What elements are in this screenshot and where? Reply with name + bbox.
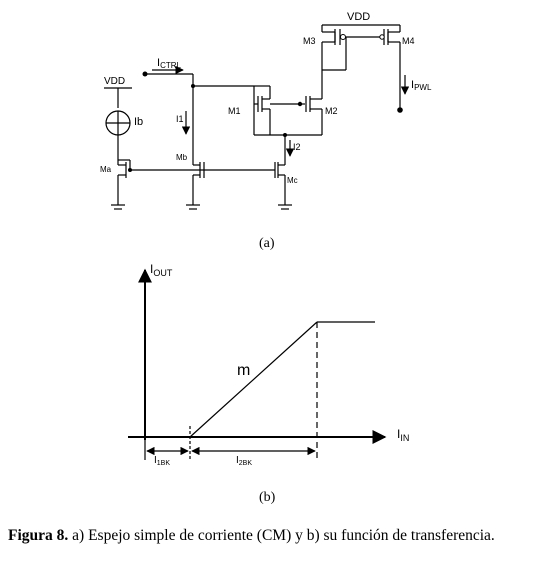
- svg-text:IPWL: IPWL: [411, 79, 432, 92]
- m4-label: M4: [402, 36, 415, 46]
- current-source-ib: VDD Ib: [104, 76, 143, 160]
- ipwl-current: IPWL: [400, 75, 432, 95]
- caption-text: a) Espejo simple de corriente (CM) y b) …: [68, 527, 495, 544]
- label-b: (b): [259, 490, 276, 505]
- transistor-m4: M4: [379, 29, 415, 113]
- m3-label: M3: [303, 36, 316, 46]
- vdd-rail-top: VDD: [321, 11, 401, 32]
- transistor-m2: M2: [297, 95, 338, 135]
- i1bk-label-main: I: [154, 455, 157, 466]
- ramp-segment: [189, 321, 318, 438]
- svg-text:IOUT: IOUT: [150, 262, 173, 278]
- transfer-function-graph: IOUT IIN m I1BK I2BK: [128, 262, 409, 467]
- label-a: (a): [259, 236, 275, 251]
- m2-label: M2: [325, 106, 338, 116]
- slope-label: m: [237, 362, 250, 379]
- vdd-left-label: VDD: [104, 76, 125, 87]
- m1-label: M1: [228, 106, 241, 116]
- x-axis-label-sub: IN: [400, 433, 409, 443]
- ma-label: Ma: [100, 165, 112, 174]
- i2bk-label-sub: 2BK: [239, 460, 253, 467]
- transistor-m3: M3: [303, 29, 384, 95]
- i2bk-label-main: I: [236, 455, 239, 466]
- y-axis-label-sub: OUT: [153, 268, 173, 278]
- svg-text:ICTRL: ICTRL: [157, 57, 182, 70]
- ipwl-label-sub: PWL: [414, 83, 432, 92]
- ipwl-label-main: I: [411, 79, 414, 91]
- caption-label: Figura 8.: [8, 527, 69, 544]
- i1-label: I1: [176, 114, 184, 124]
- ib-label: Ib: [134, 116, 143, 128]
- transistor-m1: M1: [193, 85, 300, 116]
- i2-label: I2: [293, 142, 301, 152]
- figure-caption: Figura 8. a) Espejo simple de corriente …: [8, 526, 532, 545]
- mb-label: Mb: [176, 153, 188, 162]
- transistor-mb: Mb: [176, 153, 205, 210]
- transistor-ma: Ma: [100, 160, 127, 210]
- ictrl-label-main: I: [157, 57, 160, 69]
- ictrl-input: ICTRL: [142, 57, 193, 77]
- x-axis-label-main: I: [397, 427, 400, 441]
- y-axis-label-main: I: [150, 262, 153, 276]
- ictrl-label-sub: CTRL: [160, 61, 181, 70]
- i1bk-label-sub: 1BK: [157, 460, 171, 467]
- circuit-schematic: VDD M3 M4: [100, 11, 432, 210]
- svg-text:I1BK: I1BK: [154, 455, 170, 467]
- vdd-top-label: VDD: [347, 11, 370, 23]
- mc-label: Mc: [287, 176, 298, 185]
- transistor-mc: Mc: [274, 160, 298, 210]
- svg-text:I2BK: I2BK: [236, 455, 252, 467]
- svg-text:IIN: IIN: [397, 427, 409, 443]
